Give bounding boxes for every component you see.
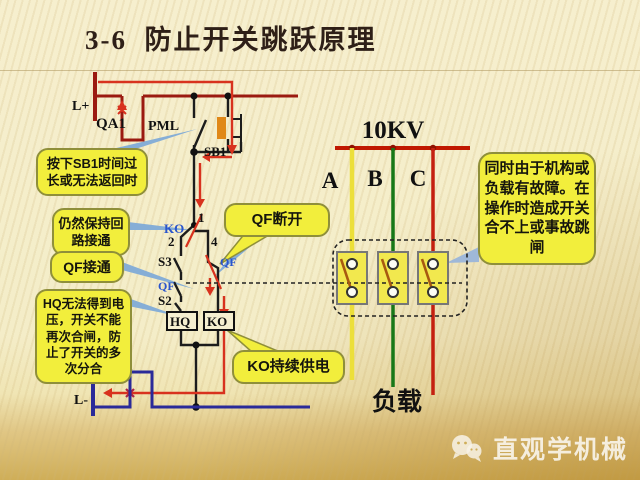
coil-boxes xyxy=(166,311,235,331)
title-divider xyxy=(0,70,640,71)
wechat-icon xyxy=(451,435,482,462)
control-circuit-supply-lines xyxy=(93,72,298,142)
label-phase-c: C xyxy=(410,166,427,191)
callout-qf-open: QF断开 xyxy=(224,203,330,237)
label-terminal-4: 4 xyxy=(211,234,218,249)
watermark: 直观学机械 xyxy=(449,430,628,466)
label-ko-contact: KO xyxy=(164,221,184,236)
label-s3: S3 xyxy=(158,254,172,269)
label-sb1: SB1 xyxy=(204,144,226,159)
label-qf-right: QF xyxy=(220,255,237,269)
callout-mechanism-fault: 同时由于机构或负载有故障。在操作时造成开关合不上或事故跳闸 xyxy=(478,152,596,265)
label-hq-coil: HQ xyxy=(170,314,190,329)
label-qf-left: QF xyxy=(158,279,175,293)
label-terminal-1: 1 xyxy=(198,210,205,225)
callout-circuit-stays-closed: 仍然保持回路接通 xyxy=(52,208,130,257)
label-10kv-bus: 10KV xyxy=(362,117,425,144)
three-pole-switch xyxy=(186,239,468,317)
callout-hq-no-voltage: HQ无法得到电压，开关不能再次合闸，防止了开关的多次分合 xyxy=(35,289,132,385)
callout-tails xyxy=(219,231,281,353)
sb1-button-body xyxy=(217,117,226,139)
label-l-plus: L+ xyxy=(72,99,89,114)
callout-sb1-held-too-long: 按下SB1时间过长或无法返回时 xyxy=(36,148,148,197)
page-title: 3-6 防止开关跳跃原理 xyxy=(85,25,377,55)
label-l-minus: L- xyxy=(74,393,88,408)
callout-ko-keeps-power: KO持续供电 xyxy=(232,350,345,384)
callout-pointer-wedges xyxy=(108,129,479,357)
power-bus xyxy=(335,144,470,152)
ko-coil-box xyxy=(203,311,235,331)
callout-qf-closed: QF接通 xyxy=(50,251,124,284)
label-phase-a: A xyxy=(322,168,339,193)
switch-enclosure-dashed-box xyxy=(332,239,468,317)
label-qa1-top: QA1 xyxy=(96,116,126,132)
hq-coil-box xyxy=(166,311,198,331)
label-pml: PML xyxy=(148,119,179,134)
label-load: 负载 xyxy=(372,388,422,416)
label-s2: S2 xyxy=(158,293,172,308)
label-phase-b: B xyxy=(367,166,382,191)
label-terminal-2: 2 xyxy=(168,234,175,249)
watermark-text: 直观学机械 xyxy=(492,437,628,464)
label-ko-coil: KO xyxy=(207,314,227,329)
